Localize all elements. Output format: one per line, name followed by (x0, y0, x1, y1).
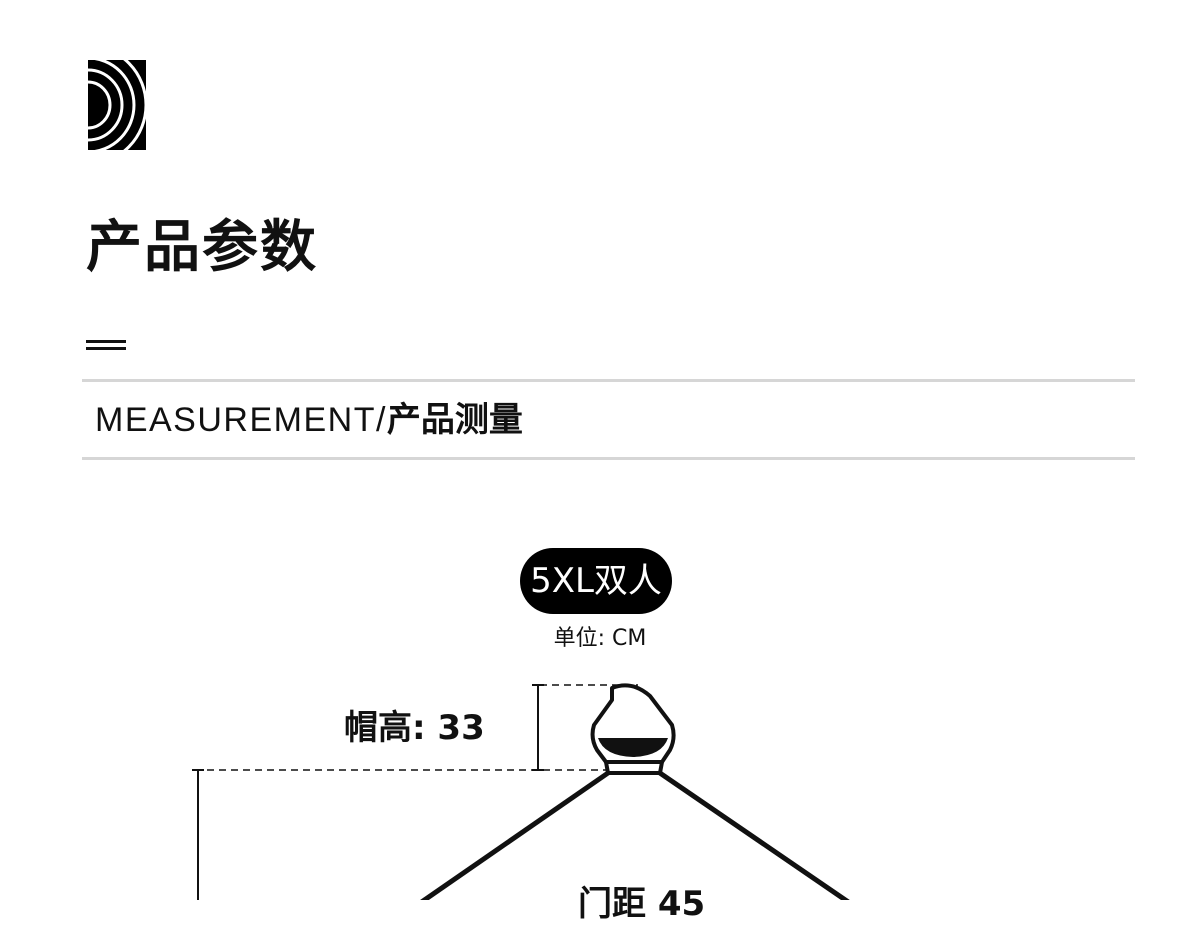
hood-opening (598, 738, 668, 757)
title-underline (86, 340, 126, 350)
section-divider-bottom (82, 457, 1135, 460)
section-heading-en: MEASUREMENT/ (95, 401, 387, 439)
partial-measurement-label: 门距 45 (578, 884, 706, 924)
hood-height-label: 帽高: 33 (344, 708, 485, 748)
body-outline (420, 770, 610, 900)
size-badge: 5XL双人 (520, 548, 672, 614)
neck-band (604, 760, 664, 775)
section-heading: MEASUREMENT/产品测量 (95, 398, 523, 442)
measurement-diagram (192, 683, 850, 900)
page-title: 产品参数 (86, 215, 318, 280)
brand-logo (88, 60, 146, 150)
section-divider-top (82, 379, 1135, 382)
unit-label: 单位: CM (553, 626, 647, 651)
section-heading-cn: 产品测量 (386, 400, 523, 440)
